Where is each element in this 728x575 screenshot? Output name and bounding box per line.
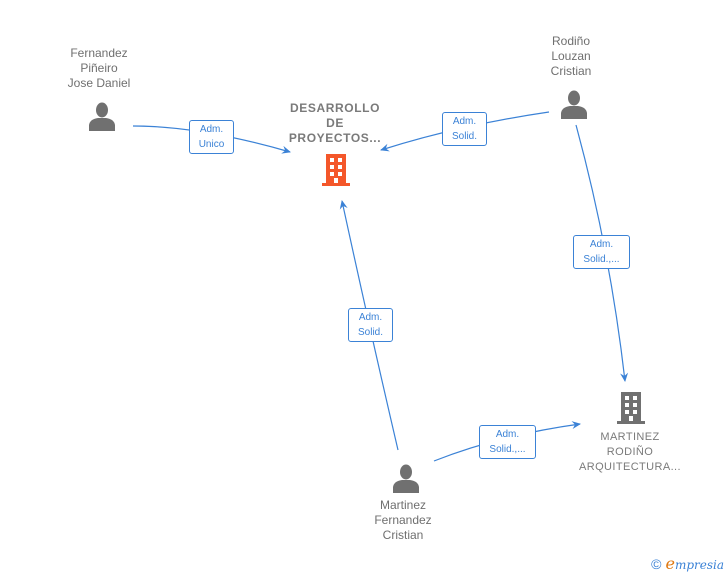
edge-label-adm-solid-more[interactable]: Adm. Solid.,...: [573, 235, 630, 269]
edge-label-adm-solid[interactable]: Adm. Solid.: [442, 112, 487, 146]
person-icon[interactable]: [391, 463, 421, 493]
empresia-logo[interactable]: ©empresia: [651, 554, 724, 573]
building-icon[interactable]: [320, 152, 352, 186]
node-label-martinez-rodino[interactable]: MARTINEZ RODIÑO ARQUITECTURA...: [579, 431, 681, 473]
brand-name: mpresia: [674, 558, 724, 572]
brand-initial: e: [665, 554, 675, 573]
edge-label-adm-solid[interactable]: Adm. Solid.: [348, 308, 393, 342]
node-label-martinez-fernandez[interactable]: Martinez Fernandez Cristian: [374, 498, 432, 542]
edge-label-adm-unico[interactable]: Adm. Unico: [189, 120, 234, 154]
edge-label-adm-solid-more[interactable]: Adm. Solid.,...: [479, 425, 536, 459]
node-label-desarrollo[interactable]: DESARROLLO DE PROYECTOS...: [288, 101, 382, 145]
node-label-fernandez-pineiro[interactable]: Fernandez Piñeiro Jose Daniel: [67, 46, 131, 90]
person-icon[interactable]: [559, 89, 589, 119]
building-icon[interactable]: [615, 390, 647, 424]
node-label-rodino-louzan[interactable]: Rodiño Louzan Cristian: [550, 34, 592, 78]
copyright-icon: ©: [651, 556, 662, 572]
person-icon[interactable]: [87, 101, 117, 131]
